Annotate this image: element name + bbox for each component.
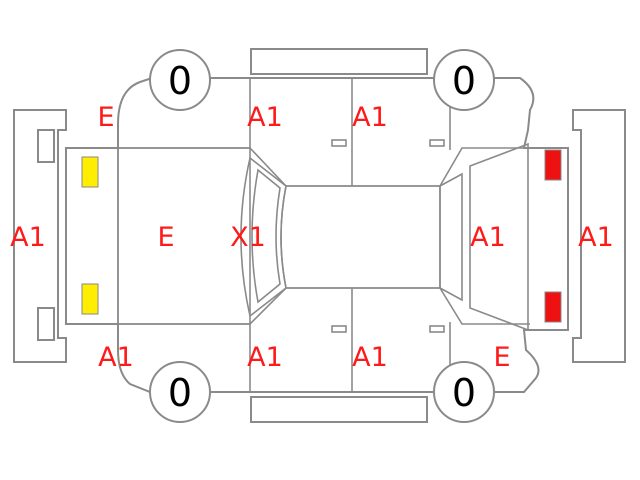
code-right-front-fender: A1 (98, 342, 134, 373)
rear-left-lamp (544, 149, 562, 181)
front-right-lamp (81, 283, 99, 315)
windshield-inner (251, 168, 281, 304)
front-left-lamp (81, 156, 99, 188)
rear-right-lamp (544, 291, 562, 323)
right-front-door-handle (331, 325, 347, 333)
tire-left-front-code: 0 (168, 59, 192, 103)
tire-left-rear: 0 (433, 49, 495, 111)
code-left-rear-door: A1 (352, 102, 388, 133)
code-front-bumper: A1 (10, 222, 46, 253)
rear-window (439, 172, 463, 302)
tire-right-front-code: 0 (168, 371, 192, 415)
code-right-front-door: A1 (247, 342, 283, 373)
front-bumper (13, 109, 67, 363)
code-right-rear-door: A1 (352, 342, 388, 373)
tire-right-rear: 0 (433, 361, 495, 423)
tire-left-front-ring (149, 49, 211, 111)
tire-left-rear-ring (433, 49, 495, 111)
tire-right-front-ring (149, 361, 211, 423)
code-rear-bumper: A1 (578, 222, 614, 253)
left-front-door-handle (331, 139, 347, 147)
tire-right-rear-ring (433, 361, 495, 423)
tire-left-front: 0 (149, 49, 211, 111)
left-rear-door-handle (429, 139, 445, 147)
car-body (65, 77, 569, 393)
code-hood: E (157, 222, 174, 253)
code-left-front-door: A1 (247, 102, 283, 133)
code-right-rear-quarter: E (493, 342, 510, 373)
rear-bumper (572, 109, 626, 363)
tire-right-front: 0 (149, 361, 211, 423)
code-left-front-fender: E (97, 102, 114, 133)
tire-left-rear-code: 0 (452, 59, 476, 103)
right-rear-door-handle (429, 325, 445, 333)
trunk (469, 142, 529, 332)
code-windshield: X1 (230, 222, 266, 253)
front-bumper-left-tab (37, 129, 55, 163)
front-bumper-right-tab (37, 307, 55, 341)
code-rear-window: A1 (470, 222, 506, 253)
roof (280, 185, 441, 289)
left-side-skirt (250, 48, 428, 75)
right-side-skirt (250, 396, 428, 423)
tire-right-rear-code: 0 (452, 371, 476, 415)
front-lamp-panel (65, 147, 119, 325)
